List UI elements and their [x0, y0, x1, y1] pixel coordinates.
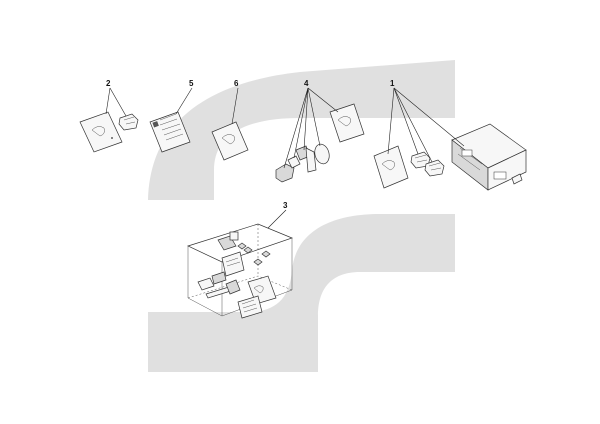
kit-cylinder: [217, 231, 239, 251]
kit-code-card: [237, 295, 263, 319]
item-5-group: 5: [149, 79, 194, 153]
item-4-plate: [329, 103, 365, 143]
item-2-lock-icon: [118, 113, 139, 131]
item-3-kit-box: 3: [187, 201, 293, 319]
kit-keys: [197, 271, 241, 299]
item-5-card: [149, 111, 191, 153]
callout-3: 3: [283, 201, 288, 210]
watermark-logo: [148, 60, 455, 372]
item-2-group: 2: [79, 79, 139, 153]
item-4-key-2: [287, 155, 301, 169]
item-2-plate: [79, 111, 123, 153]
kit-card: [221, 251, 245, 277]
item-4-key-3: [295, 145, 317, 173]
item-1-control-unit: [451, 123, 527, 191]
item-1-group: 1: [373, 79, 527, 191]
callout-4: 4: [304, 79, 309, 88]
item-1-lock-icon-b: [424, 159, 445, 177]
callout-5: 5: [189, 79, 194, 88]
kit-small-locks: [237, 242, 271, 266]
item-4-key-head-1: [275, 163, 295, 183]
item-6-plate: [211, 121, 249, 161]
item-6-group: 6: [211, 79, 249, 161]
item-1-plate: [373, 145, 409, 189]
callout-6: 6: [234, 79, 239, 88]
item-4-group: 4: [275, 79, 365, 183]
callout-2: 2: [106, 79, 111, 88]
callout-1: 1: [390, 79, 395, 88]
